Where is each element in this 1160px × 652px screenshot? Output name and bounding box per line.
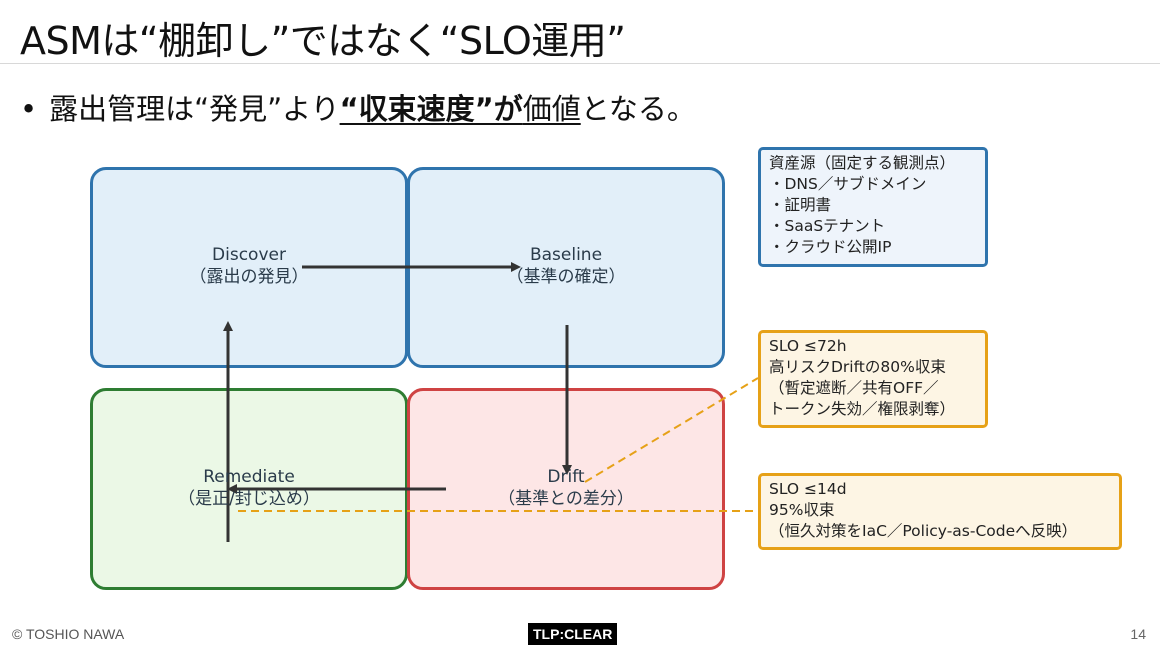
note-line: SLO ≤72h (769, 337, 847, 355)
footer-copyright: © TOSHIO NAWA (12, 626, 125, 642)
note-slo-14d: SLO ≤14d 95%収束 （恒久対策をIaC／Policy-as-Codeへ… (758, 473, 1122, 550)
label-baseline: Baseline （基準の確定） (407, 244, 725, 288)
label-discover: Discover （露出の発見） (90, 244, 408, 288)
label-drift-name: Drift (547, 467, 585, 487)
label-baseline-sub: （基準の確定） (506, 267, 626, 287)
label-remediate-sub: （是正/封じ込め） (178, 489, 320, 509)
note-line: 高リスクDriftの80%収束 (769, 358, 946, 376)
title-divider (0, 63, 1160, 64)
note-line: 95%収束 (769, 501, 835, 519)
bullet-emphasis: “収束速度”が (339, 92, 523, 126)
note-line: 資産源（固定する観測点） (769, 154, 956, 172)
note-line: （恒久対策をIaC／Policy-as-Codeへ反映） (769, 522, 1078, 540)
label-discover-sub: （露出の発見） (189, 267, 309, 287)
note-line: SLO ≤14d (769, 480, 847, 498)
note-line: ・DNS／サブドメイン (769, 175, 927, 193)
note-slo-72h: SLO ≤72h 高リスクDriftの80%収束 （暫定遮断／共有OFF／ トー… (758, 330, 988, 428)
label-baseline-name: Baseline (529, 245, 603, 265)
slide-title: ASMは“棚卸し”ではなく“SLO運用” (20, 19, 626, 63)
tlp-badge: TLP:CLEAR (528, 623, 618, 645)
bullet-marker: • (20, 92, 38, 126)
label-drift: Drift （基準との差分） (407, 466, 725, 510)
note-line: （暫定遮断／共有OFF／ (769, 379, 939, 397)
note-asset-sources: 資産源（固定する観測点） ・DNS／サブドメイン ・証明書 ・SaaSテナント … (758, 147, 988, 267)
label-discover-name: Discover (212, 245, 286, 265)
note-line: ・クラウド公開IP (769, 238, 892, 256)
note-line: ・証明書 (769, 196, 832, 214)
note-line: ・SaaSテナント (769, 217, 886, 235)
note-line: トークン失効／権限剥奪） (769, 400, 956, 418)
bullet-tail: となる。 (580, 92, 696, 126)
page-number: 14 (1130, 626, 1146, 642)
bullet-value: 価値 (522, 92, 581, 126)
bullet-line: • 露出管理は“発見”より“収束速度”が価値となる。 (20, 86, 696, 128)
label-remediate: Remediate （是正/封じ込め） (90, 466, 408, 510)
bullet-lead: 露出管理は“発見”より (49, 92, 340, 126)
label-drift-sub: （基準との差分） (498, 489, 634, 509)
label-remediate-name: Remediate (203, 467, 295, 487)
